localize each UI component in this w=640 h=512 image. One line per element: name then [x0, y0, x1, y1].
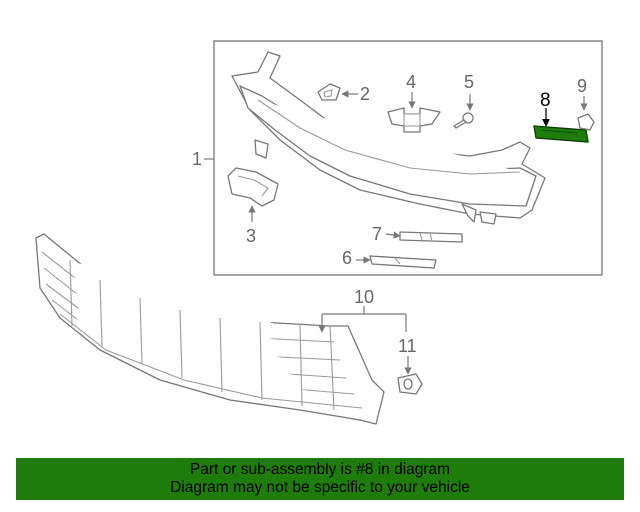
- banner-line-1: Part or sub-assembly is #8 in diagram: [189, 461, 451, 478]
- callout-11[interactable]: 11: [398, 336, 417, 356]
- callout-2[interactable]: 2: [360, 84, 370, 104]
- emblem-part-4[interactable]: [387, 107, 441, 133]
- lower-grille[interactable]: [35, 233, 385, 425]
- callout-9[interactable]: 9: [577, 76, 587, 96]
- screw-part-5[interactable]: [453, 112, 474, 129]
- trim-part-7[interactable]: [399, 231, 463, 243]
- callout-10[interactable]: 10: [354, 287, 374, 307]
- retainer-part-11[interactable]: [397, 373, 423, 395]
- highlighted-part[interactable]: [533, 125, 589, 143]
- callout-7[interactable]: 7: [372, 224, 382, 244]
- assembly-frame: [213, 40, 603, 276]
- callout-8[interactable]: 8: [540, 90, 551, 111]
- clip-part-2[interactable]: [317, 83, 341, 101]
- clip-part-9[interactable]: [577, 113, 595, 131]
- banner-line-2: Diagram may not be specific to your vehi…: [170, 479, 470, 496]
- info-banner: Part or sub-assembly is #8 in diagram Di…: [16, 458, 624, 500]
- callout-5[interactable]: 5: [464, 72, 474, 92]
- callout-3[interactable]: 3: [246, 226, 256, 246]
- callout-1[interactable]: 1: [192, 149, 202, 169]
- upper-grille[interactable]: [231, 51, 546, 225]
- bracket-part-3[interactable]: [227, 167, 279, 207]
- trim-part-6[interactable]: [369, 255, 437, 269]
- callout-6[interactable]: 6: [342, 248, 352, 268]
- molding-part-8[interactable]: [533, 125, 589, 143]
- callout-4[interactable]: 4: [406, 72, 416, 92]
